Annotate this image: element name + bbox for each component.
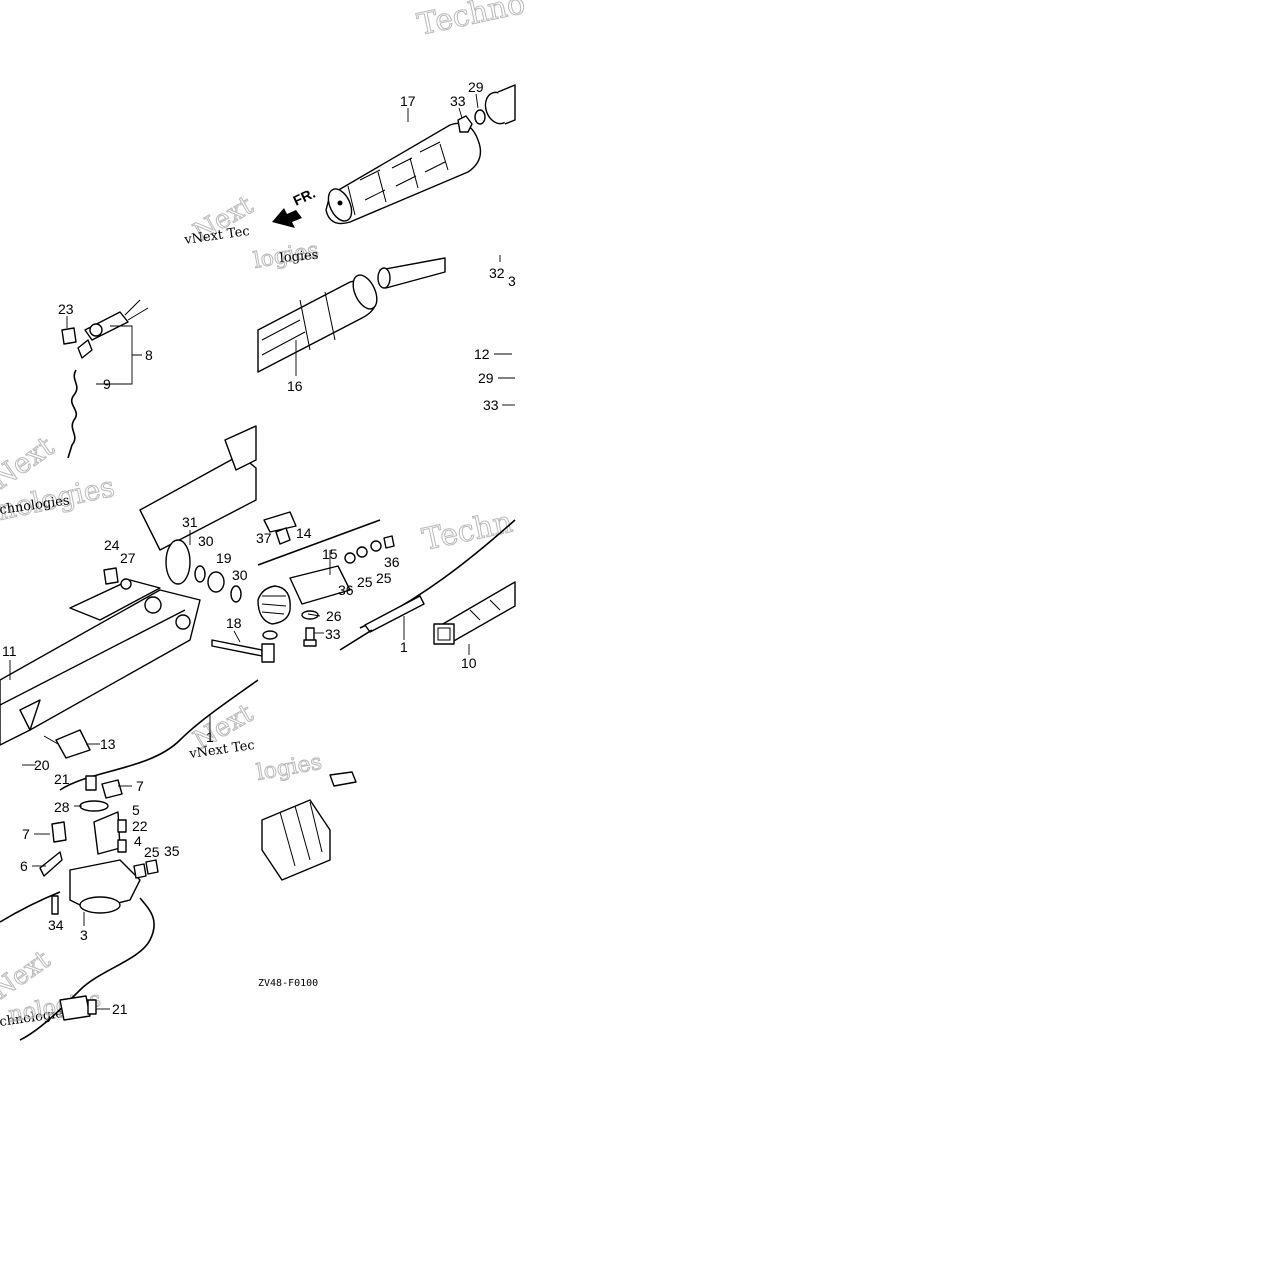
callout-1-b: 1 bbox=[400, 639, 408, 655]
callout-29-right: 29 bbox=[478, 370, 494, 386]
drawing-code: ZV48-F0100 bbox=[258, 978, 318, 989]
callout-7: 7 bbox=[136, 778, 144, 794]
callout-30-b: 30 bbox=[232, 567, 248, 583]
callout-10: 10 bbox=[461, 655, 477, 671]
callout-16: 16 bbox=[287, 378, 303, 394]
callout-25: 25 bbox=[357, 574, 373, 590]
callout-6: 6 bbox=[20, 858, 28, 874]
callout-30: 30 bbox=[198, 533, 214, 549]
callout-7-b: 7 bbox=[22, 826, 30, 842]
callout-31: 31 bbox=[182, 514, 198, 530]
callout-36-b: 36 bbox=[384, 554, 400, 570]
throttle-bracket-part bbox=[257, 511, 395, 647]
callout-3-partial: 3 bbox=[508, 273, 516, 289]
callout-11: 11 bbox=[2, 643, 17, 659]
handle-tube-part bbox=[257, 257, 446, 373]
front-arrow-label: FR. bbox=[291, 185, 318, 209]
callout-17: 17 bbox=[400, 93, 416, 109]
callout-32: 32 bbox=[489, 265, 505, 281]
callout-3: 3 bbox=[80, 927, 88, 943]
stop-switch-part bbox=[61, 299, 149, 459]
watermark-top: Techno bbox=[414, 0, 528, 43]
callout-25-b: 25 bbox=[376, 570, 392, 586]
square-tube-part bbox=[433, 581, 516, 645]
callout-23: 23 bbox=[58, 301, 74, 317]
callout-numbers: 17 33 29 32 3 12 29 33 16 23 8 9 37 14 3… bbox=[2, 79, 516, 1017]
callout-19: 19 bbox=[216, 550, 232, 566]
callout-33-right: 33 bbox=[483, 397, 499, 413]
frame-arm-part bbox=[0, 425, 257, 746]
callout-14: 14 bbox=[296, 525, 312, 541]
callout-1: 1 bbox=[206, 729, 214, 745]
callout-15: 15 bbox=[322, 546, 338, 562]
callout-35: 35 bbox=[164, 843, 180, 859]
callout-36: 36 bbox=[338, 582, 354, 598]
leader-lines bbox=[9, 93, 515, 1010]
front-direction-arrow: FR. bbox=[272, 185, 318, 228]
callout-13: 13 bbox=[100, 736, 116, 752]
callout-33: 33 bbox=[450, 93, 466, 109]
callout-29: 29 bbox=[468, 79, 484, 95]
callout-33-mid: 33 bbox=[325, 626, 341, 642]
callout-9: 9 bbox=[103, 376, 111, 392]
washer-stack-part bbox=[103, 539, 242, 603]
callout-22: 22 bbox=[132, 818, 148, 834]
callout-24: 24 bbox=[104, 537, 120, 553]
callout-20: 20 bbox=[34, 757, 50, 773]
stopper-13-part bbox=[43, 729, 91, 759]
callout-34: 34 bbox=[48, 917, 64, 933]
callout-26: 26 bbox=[326, 608, 342, 624]
bolt-18-part bbox=[211, 639, 275, 663]
callout-12: 12 bbox=[474, 346, 490, 362]
callout-18: 18 bbox=[226, 615, 242, 631]
watermark-low-c: logies bbox=[255, 750, 324, 786]
callout-27: 27 bbox=[120, 550, 136, 566]
callout-8: 8 bbox=[145, 347, 153, 363]
rubber-boot-part bbox=[261, 771, 357, 881]
callout-5: 5 bbox=[132, 802, 140, 818]
handle-grip-part bbox=[325, 84, 516, 225]
callout-37: 37 bbox=[256, 530, 272, 546]
callout-21: 21 bbox=[54, 771, 70, 787]
callout-28: 28 bbox=[54, 799, 70, 815]
lower-lever-assembly-part bbox=[0, 775, 159, 1041]
callout-25-c: 25 bbox=[144, 844, 160, 860]
watermark-mid-d: logies bbox=[279, 248, 319, 266]
callout-21-b: 21 bbox=[112, 1001, 128, 1017]
callout-4: 4 bbox=[134, 833, 142, 849]
